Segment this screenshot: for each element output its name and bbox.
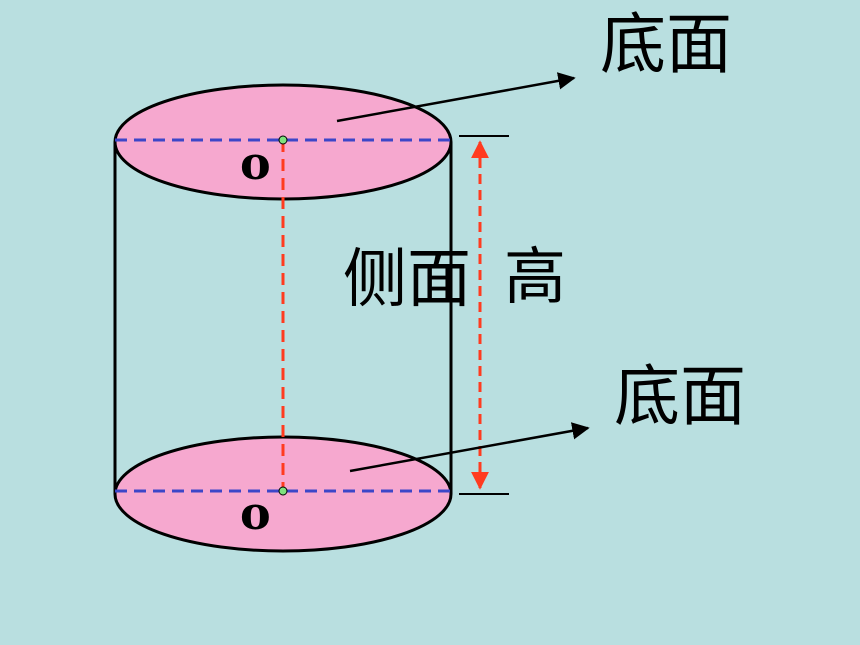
top-base-label: 底面	[600, 6, 732, 83]
top-center-label: o	[240, 136, 271, 190]
bottom-base-pointer-arrow	[349, 422, 590, 473]
lateral-face-label: 侧面	[343, 243, 471, 317]
bottom-center-label: o	[240, 486, 271, 540]
height-label: 高	[504, 240, 567, 313]
bottom-center-dot	[278, 486, 288, 496]
top-center-dot	[278, 135, 288, 145]
bottom-base-label: 底面	[614, 358, 746, 435]
top-base-pointer-arrow	[336, 72, 576, 123]
